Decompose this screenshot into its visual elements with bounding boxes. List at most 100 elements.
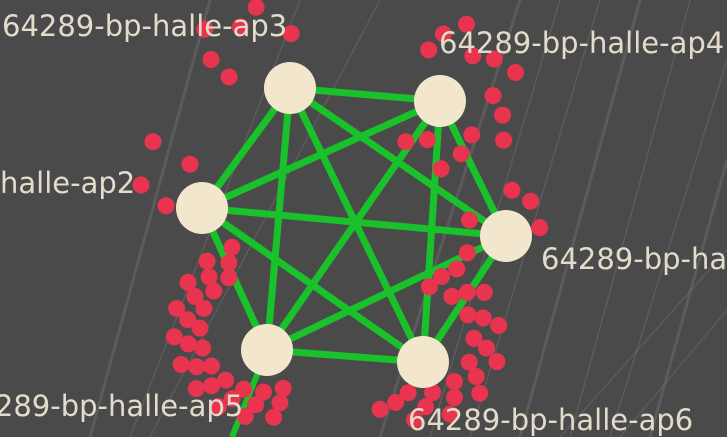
client-dot (371, 400, 389, 418)
node-label-ap6[interactable]: 64289-bp-halle-ap6 (408, 403, 693, 437)
client-dot (274, 379, 292, 397)
client-dot (223, 238, 241, 256)
client-dot (463, 126, 481, 144)
client-dot (452, 145, 470, 163)
client-dot (188, 358, 206, 376)
client-dot (132, 176, 150, 194)
client-dot (418, 131, 436, 149)
client-dot (432, 160, 450, 178)
client-dot (434, 25, 452, 43)
mesh-link[interactable] (198, 97, 444, 212)
client-dot (417, 398, 435, 416)
client-dot (448, 260, 466, 278)
labels-layer: 64289-bp-halle-ap3 64289-bp-halle-ap4 64… (0, 9, 727, 437)
background-streak (559, 249, 727, 437)
mesh-link[interactable] (263, 346, 427, 366)
client-dot (191, 319, 209, 337)
client-dot (247, 0, 265, 16)
client-dot (196, 20, 214, 38)
client-dot (157, 197, 175, 215)
node-ap2[interactable] (176, 182, 228, 234)
client-dot (236, 407, 254, 425)
mesh-link[interactable] (263, 84, 294, 354)
node-label-ap3[interactable]: 64289-bp-halle-ap3 (2, 9, 287, 43)
client-dot (210, 398, 227, 415)
node-ap6[interactable] (397, 336, 449, 388)
client-dot (406, 411, 423, 429)
background-streak (88, 0, 212, 437)
client-dot (494, 106, 512, 124)
background-streaks (88, 0, 727, 437)
node-label-ap7[interactable]: 64289-bp-halle-ap7 (541, 242, 727, 276)
client-dot (458, 244, 476, 262)
client-dot (490, 317, 508, 334)
client-dot (195, 299, 213, 317)
client-dot (247, 396, 265, 414)
client-dot (203, 357, 220, 375)
client-dot (187, 380, 205, 398)
client-dot (531, 219, 549, 237)
node-ap7[interactable] (480, 210, 532, 262)
mesh-link[interactable] (198, 204, 427, 366)
client-dot (168, 300, 186, 317)
client-dot (507, 64, 524, 81)
node-label-ap4[interactable]: 64289-bp-halle-ap4 (439, 26, 724, 60)
client-dot (458, 15, 475, 33)
client-dot (198, 252, 216, 270)
client-dot (202, 51, 220, 68)
client-dot (255, 383, 272, 401)
client-dot (205, 282, 223, 300)
client-dot (271, 394, 289, 412)
background-streak (609, 59, 727, 437)
client-dot (503, 181, 521, 199)
client-dot (458, 283, 476, 301)
client-dot (445, 373, 463, 391)
client-dot (387, 393, 405, 411)
client-dot (464, 47, 482, 65)
mesh-link[interactable] (198, 204, 510, 240)
client-dot (397, 133, 415, 151)
nodes-layer (176, 62, 532, 388)
client-dot (179, 311, 197, 329)
client-dot (474, 309, 492, 327)
node-ap5[interactable] (241, 324, 293, 376)
client-dot (200, 268, 218, 286)
client-dot (220, 254, 238, 272)
client-dot (181, 155, 199, 173)
node-ap4[interactable] (414, 75, 466, 127)
node-label-ap2[interactable]: 64289-bp-halle-ap2 (0, 166, 135, 200)
client-dot (172, 356, 190, 373)
node-label-ap5[interactable]: 64289-bp-halle-ap5 (0, 389, 243, 423)
client-dot (223, 390, 241, 408)
client-dot (220, 68, 238, 86)
client-dot (465, 329, 483, 347)
client-dot (424, 384, 442, 401)
client-dot (441, 405, 459, 423)
client-dot (265, 408, 283, 426)
client-dot (282, 25, 300, 43)
client-dot (467, 368, 485, 385)
client-dot (443, 287, 461, 305)
client-dot (231, 18, 249, 36)
client-dot (522, 192, 540, 210)
client-dot (235, 380, 253, 398)
background-streak (518, 0, 642, 437)
client-dot (203, 377, 221, 395)
client-dot (399, 384, 417, 402)
client-dot (495, 131, 513, 149)
client-dot (460, 353, 478, 371)
client-dot (179, 273, 197, 291)
client-dot (194, 339, 212, 357)
client-dot (165, 328, 183, 346)
client-dot (459, 306, 477, 324)
background-streak (619, 309, 727, 437)
client-dot (485, 50, 503, 68)
background-streak (648, 159, 727, 437)
client-dot (461, 211, 478, 229)
client-dot (144, 133, 162, 151)
node-ap3[interactable] (264, 62, 316, 114)
client-dot (475, 283, 493, 301)
client-dot (433, 268, 450, 285)
